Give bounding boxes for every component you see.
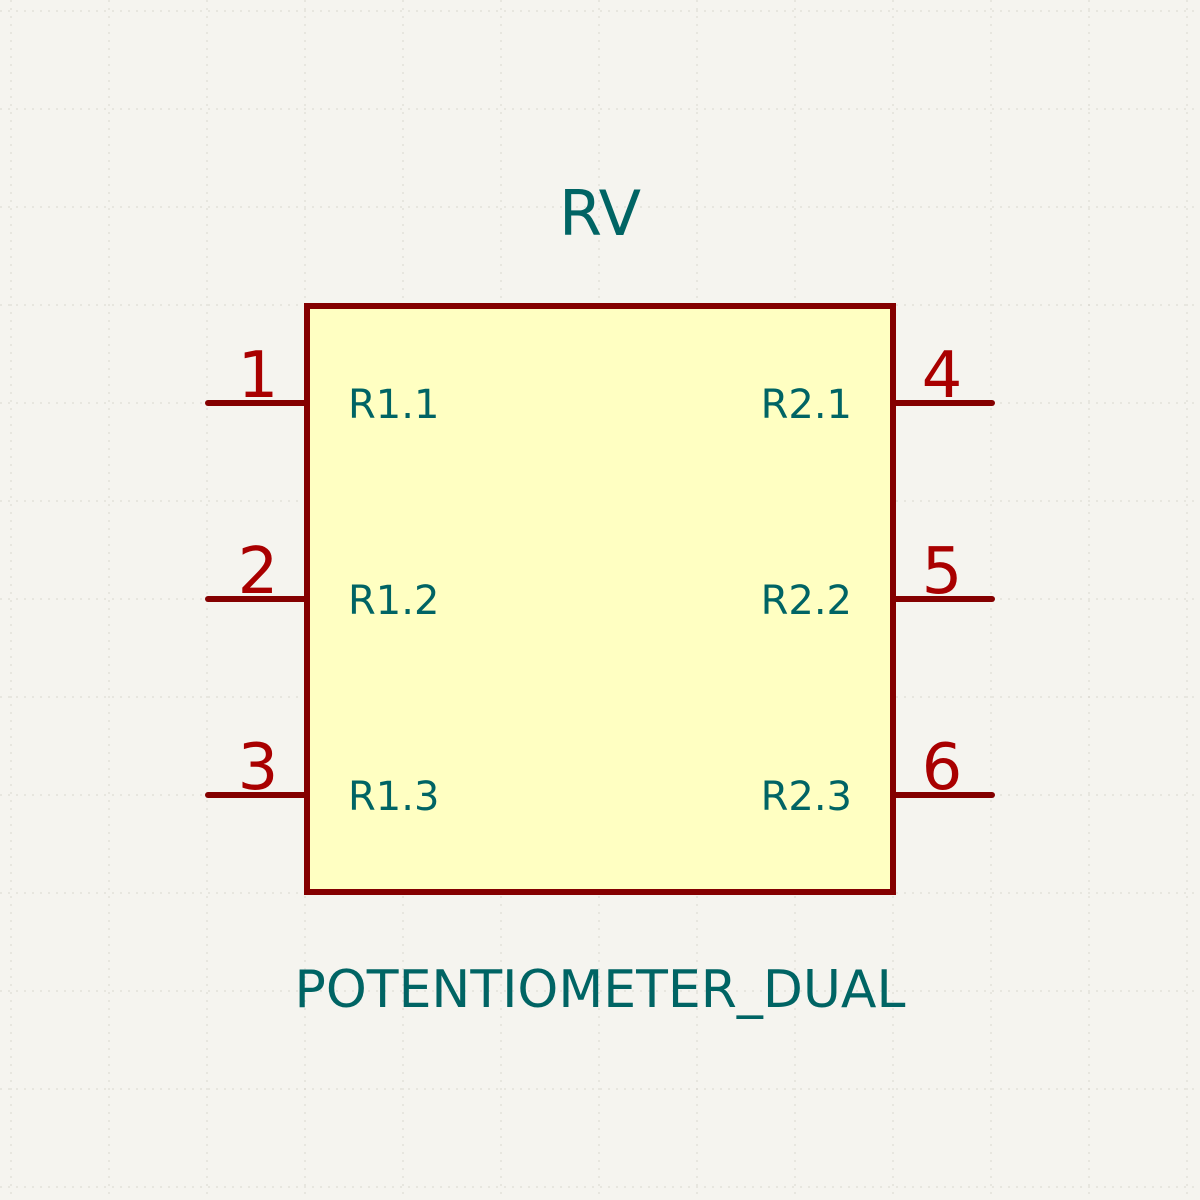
pin-name-r2-3: R2.3 [761,774,852,820]
pin-name-r2-1: R2.1 [761,382,852,428]
symbol-body[interactable] [304,303,896,895]
symbol-potentiometer-dual[interactable]: RV POTENTIOMETER_DUAL 1 2 3 4 5 6 R1.1 R… [205,177,995,1020]
pin-name-r1-2: R1.2 [348,578,439,624]
pin-number-6: 6 [922,731,963,805]
pin-number-3: 3 [238,731,279,805]
reference-designator: RV [559,177,641,250]
pin-number-2: 2 [238,535,279,609]
pin-number-1: 1 [238,339,279,413]
pin-name-r1-3: R1.3 [348,774,439,820]
value-label: POTENTIOMETER_DUAL [295,960,906,1020]
pin-name-r2-2: R2.2 [761,578,852,624]
pin-number-5: 5 [922,535,963,609]
pin-number-4: 4 [922,339,963,413]
pin-name-r1-1: R1.1 [348,382,439,428]
